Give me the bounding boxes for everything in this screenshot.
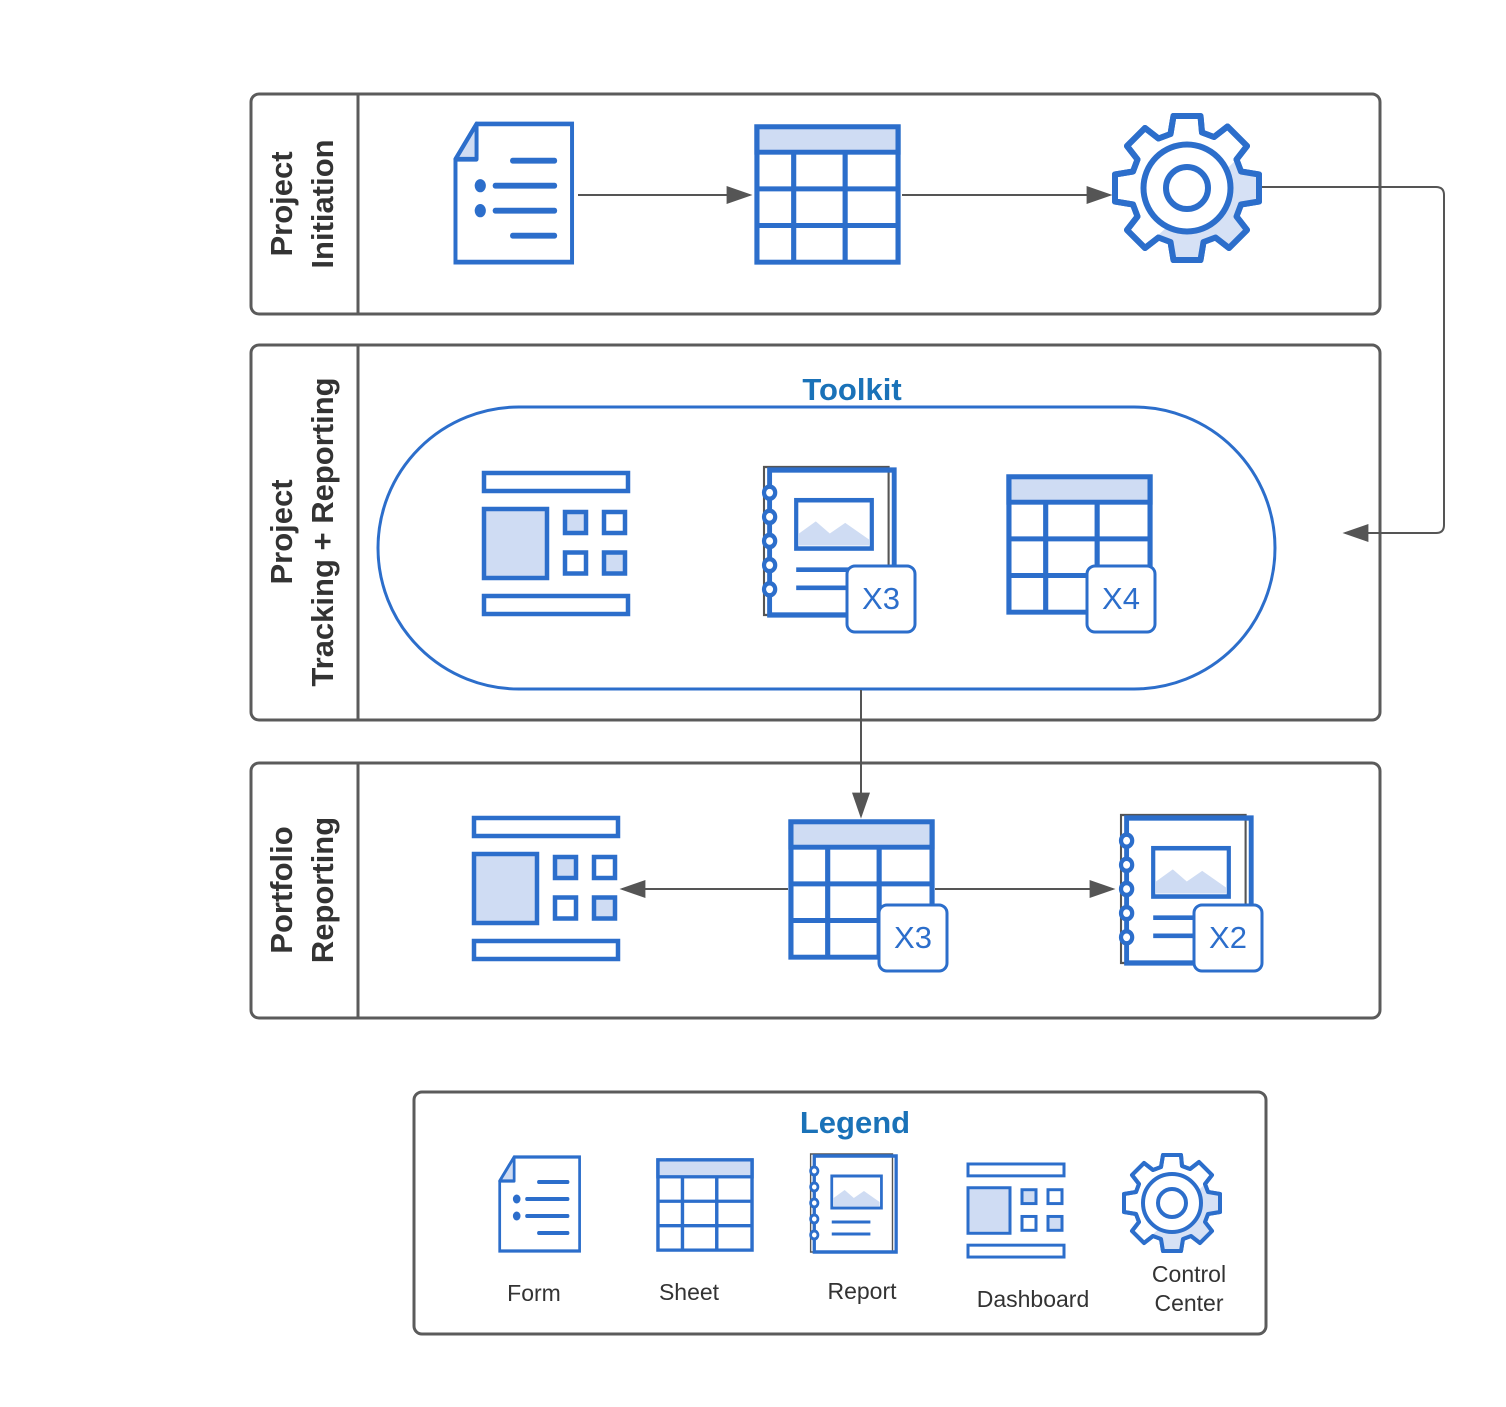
- sheet-icon: [656, 1158, 754, 1252]
- toolkit-title: Toolkit: [802, 372, 901, 407]
- lane-label-portfolio-line2: Reporting: [305, 817, 340, 963]
- dashboard-icon: [471, 815, 621, 962]
- legend-label-control-center-line1: Control: [1152, 1261, 1226, 1287]
- arrow-gear-to-toolkit: [1262, 186, 1445, 542]
- sheet-icon: [754, 124, 901, 265]
- connectors: [578, 186, 1445, 898]
- dashboard-icon: [966, 1162, 1066, 1259]
- lane-label-tracking-line2: Tracking + Reporting: [305, 377, 340, 686]
- lane-label-initiation-line1: Project: [264, 151, 299, 256]
- form-icon: [498, 1155, 581, 1253]
- portfolio-report-multiplier-badge: X2: [1192, 903, 1264, 973]
- lane-label-initiation-line2: Initiation: [305, 139, 340, 268]
- gear-icon: [1122, 1153, 1222, 1253]
- legend-label-control-center-line2: Center: [1154, 1290, 1223, 1316]
- portfolio-report-multiplier-label: X2: [1209, 920, 1247, 955]
- legend-label-report: Report: [827, 1278, 897, 1304]
- lane-label-portfolio-line1: Portfolio: [264, 826, 299, 953]
- portfolio-sheet-multiplier-label: X3: [894, 920, 932, 955]
- legend-title: Legend: [800, 1105, 910, 1140]
- lane-label-tracking-line1: Project: [264, 479, 299, 584]
- report-multiplier-label: X3: [862, 581, 900, 616]
- report-multiplier-badge: X3: [845, 564, 917, 634]
- sheet-multiplier-label: X4: [1102, 581, 1140, 616]
- form-icon: [453, 121, 575, 265]
- toolkit-container: [376, 405, 1277, 691]
- legend: Legend Form Sheet: [412, 1090, 1268, 1336]
- legend-label-dashboard: Dashboard: [977, 1286, 1090, 1312]
- legend-label-form: Form: [507, 1280, 561, 1306]
- portfolio-sheet-multiplier-badge: X3: [877, 903, 949, 973]
- gear-icon: [1112, 113, 1262, 263]
- legend-label-sheet: Sheet: [659, 1279, 720, 1305]
- dashboard-icon: [481, 470, 631, 617]
- report-icon: [809, 1153, 898, 1254]
- sheet-multiplier-badge: X4: [1085, 564, 1157, 634]
